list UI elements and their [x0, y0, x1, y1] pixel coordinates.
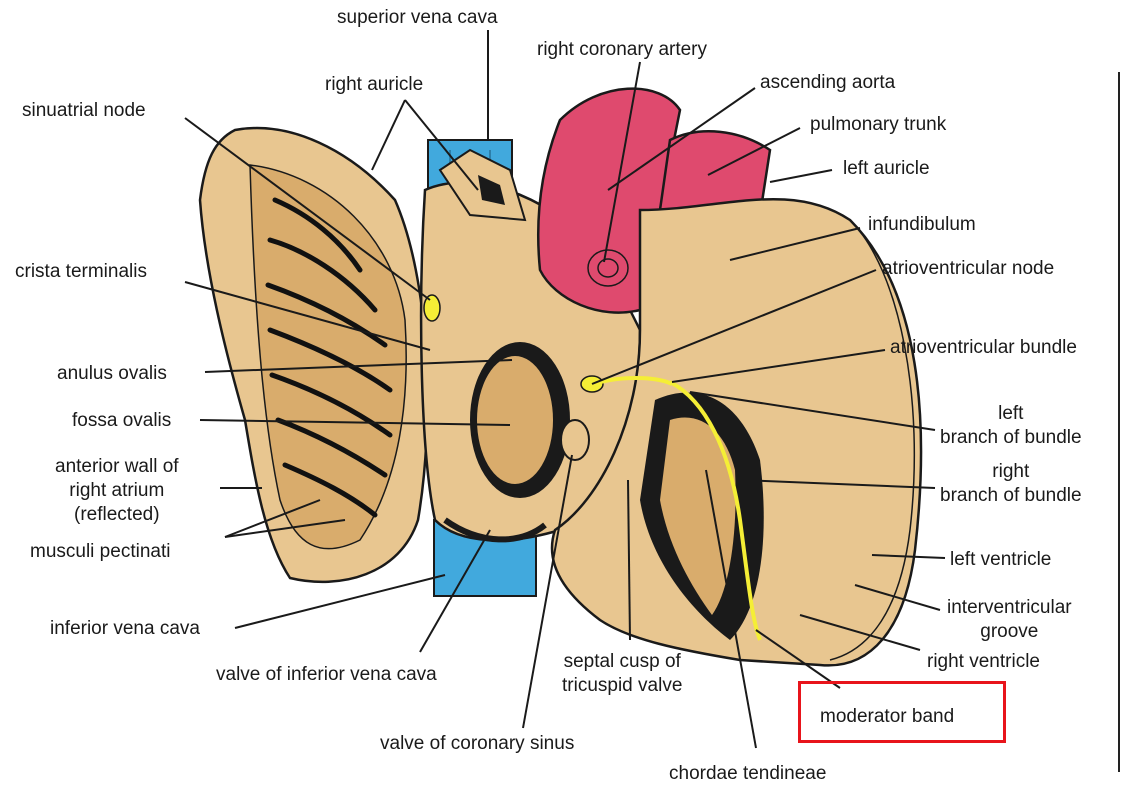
label-right-coronary-artery: right coronary artery	[537, 38, 707, 62]
label-infundibulum: infundibulum	[868, 213, 976, 237]
label-fossa-ovalis: fossa ovalis	[72, 409, 171, 433]
label-left-ventricle: left ventricle	[950, 548, 1051, 572]
label-left-branch-of-bundle: left branch of bundle	[940, 402, 1082, 450]
label-left-auricle: left auricle	[843, 157, 930, 181]
label-septal-cusp-line-2: tricuspid valve	[562, 674, 682, 698]
label-inferior-vena-cava: inferior vena cava	[50, 617, 200, 641]
label-anulus-ovalis: anulus ovalis	[57, 362, 167, 386]
label-right-auricle: right auricle	[325, 73, 423, 97]
label-interventricular-line-2: groove	[947, 620, 1072, 644]
label-right-ventricle: right ventricle	[927, 650, 1040, 674]
label-septal-cusp-line-1: septal cusp of	[562, 650, 682, 674]
label-right-branch-line-2: branch of bundle	[940, 484, 1082, 508]
label-crista-terminalis: crista terminalis	[15, 260, 147, 284]
label-anterior-wall-line-2: right atrium	[55, 479, 179, 503]
label-valve-of-inferior-vena-cava: valve of inferior vena cava	[216, 663, 437, 687]
label-atrioventricular-node: atrioventricular node	[882, 257, 1054, 281]
label-pulmonary-trunk: pulmonary trunk	[810, 113, 946, 137]
label-anterior-wall-of-right-atrium: anterior wall of right atrium (reflected…	[55, 455, 179, 527]
label-left-branch-line-2: branch of bundle	[940, 426, 1082, 450]
label-right-branch-of-bundle: right branch of bundle	[940, 460, 1082, 508]
label-interventricular-line-1: interventricular	[947, 596, 1072, 620]
label-ascending-aorta: ascending aorta	[760, 71, 895, 95]
right-atrium-wall-illustration	[200, 128, 427, 582]
label-anterior-wall-line-1: anterior wall of	[55, 455, 179, 479]
label-atrioventricular-bundle: atrioventricular bundle	[890, 336, 1077, 360]
label-right-branch-line-1: right	[940, 460, 1082, 484]
label-musculi-pectinati: musculi pectinati	[30, 540, 170, 564]
label-interventricular-groove: interventricular groove	[947, 596, 1072, 644]
label-moderator-band: moderator band	[820, 705, 954, 729]
label-septal-cusp-of-tricuspid-valve: septal cusp of tricuspid valve	[562, 650, 682, 698]
label-superior-vena-cava: superior vena cava	[337, 6, 498, 30]
label-valve-of-coronary-sinus: valve of coronary sinus	[380, 732, 574, 756]
label-anterior-wall-line-3: (reflected)	[55, 503, 179, 527]
right-edge-rule	[1118, 72, 1120, 772]
label-left-branch-line-1: left	[940, 402, 1082, 426]
label-sinuatrial-node: sinuatrial node	[22, 99, 146, 123]
label-chordae-tendineae: chordae tendineae	[669, 762, 826, 786]
